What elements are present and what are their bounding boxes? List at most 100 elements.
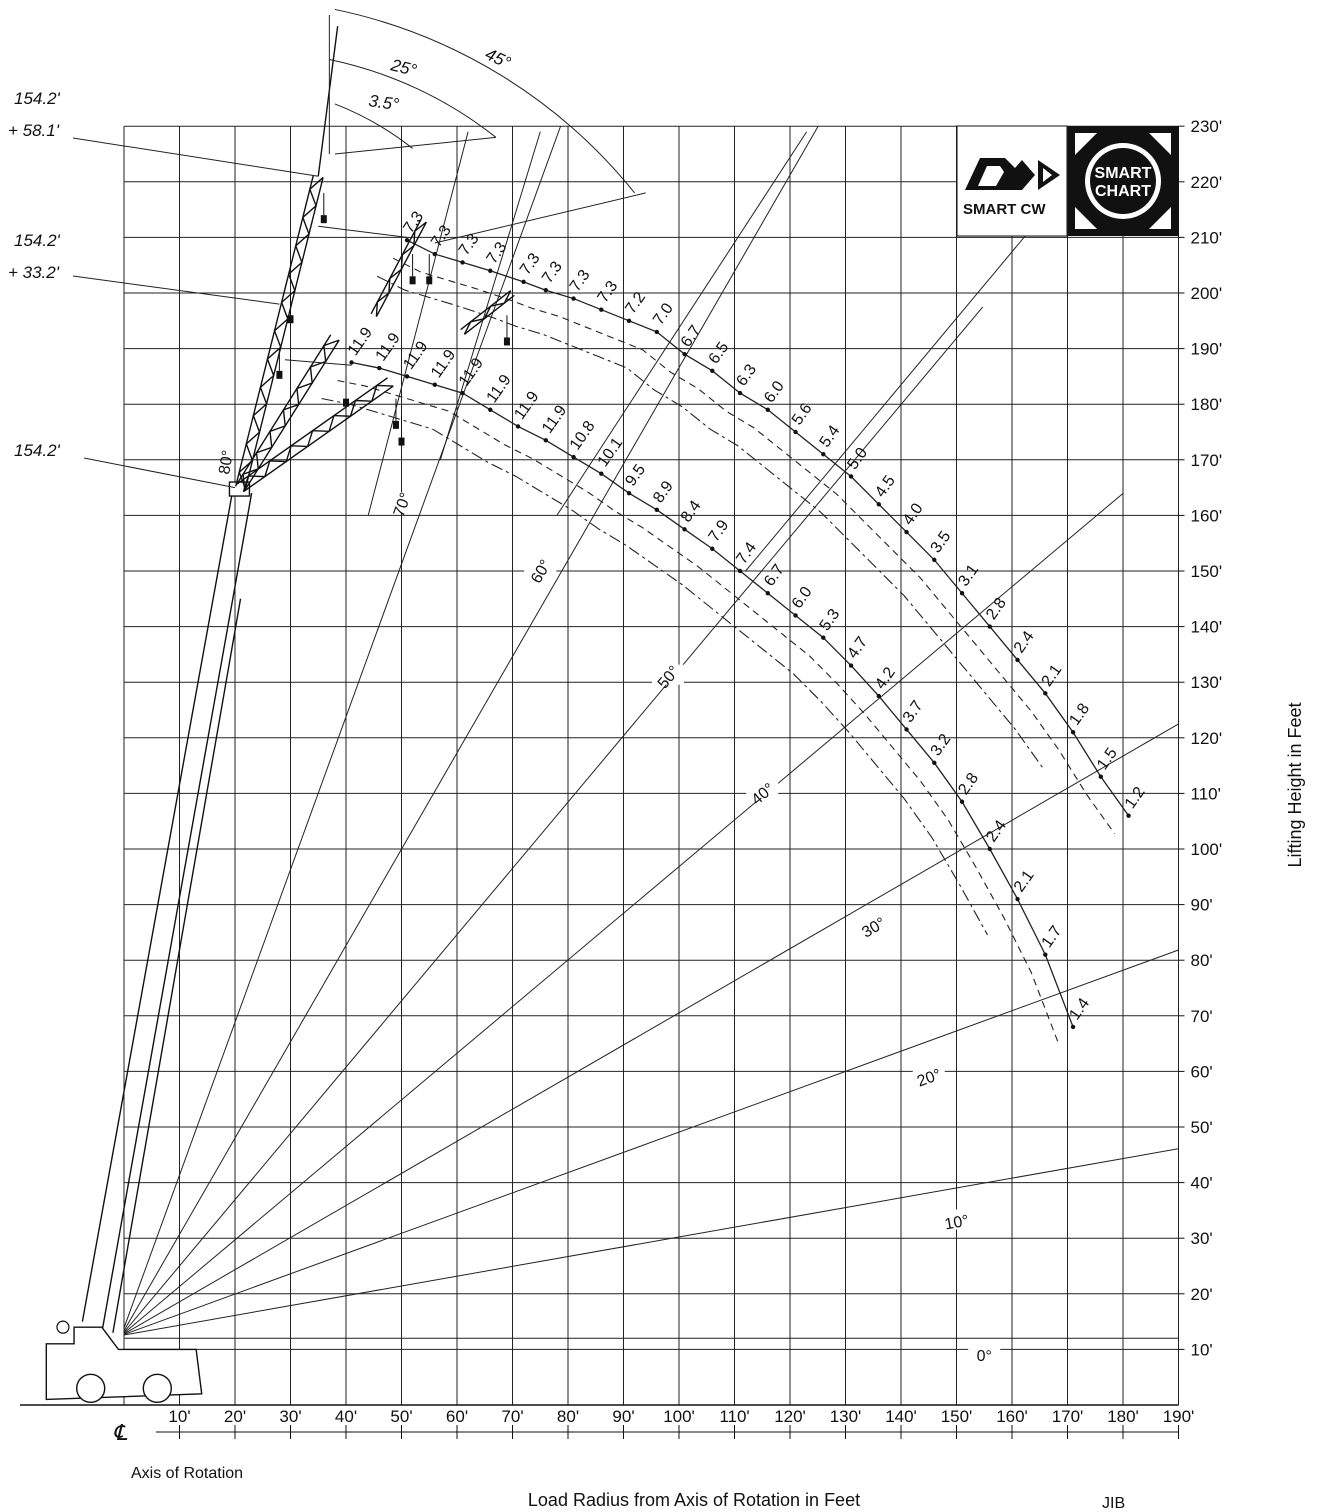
load-value: 5.0 <box>844 445 871 473</box>
label-leader <box>83 457 236 489</box>
x-tick-label: 70' <box>501 1407 523 1426</box>
x-tick-label: 90' <box>612 1407 634 1426</box>
load-value: 2.8 <box>983 595 1010 623</box>
offset-arc-25 <box>329 58 497 138</box>
x-tick-label: 160' <box>996 1407 1028 1426</box>
load-point <box>765 591 770 596</box>
jib-lacing <box>242 339 340 491</box>
svg-text:154.2': 154.2' <box>14 89 61 108</box>
load-value: 2.4 <box>1011 628 1038 656</box>
load-point <box>876 502 881 507</box>
y-tick-label: 120' <box>1191 729 1223 748</box>
load-point <box>710 546 715 551</box>
grid <box>123 125 1179 1406</box>
x-tick-label: 140' <box>885 1407 917 1426</box>
y-tick-label: 160' <box>1191 506 1223 525</box>
axis-of-rotation-label: Axis of Rotation <box>131 1465 243 1482</box>
y-tick-label: 100' <box>1191 840 1223 859</box>
y-tick-label: 30' <box>1191 1229 1213 1248</box>
load-value: 10.8 <box>567 418 599 453</box>
x-tick-label: 170' <box>1052 1407 1084 1426</box>
load-point <box>432 382 437 387</box>
load-point <box>654 329 659 335</box>
x-tick-label: 10' <box>168 1407 190 1426</box>
load-point <box>876 693 881 699</box>
load-point <box>821 452 826 457</box>
connector <box>318 225 408 238</box>
load-point <box>987 624 992 629</box>
y-tick-label: 50' <box>1191 1118 1213 1137</box>
load-point <box>1015 896 1020 902</box>
load-point <box>821 635 826 640</box>
y-axis-label: Lifting Height in Feet <box>1285 702 1305 867</box>
y-tick-label: 210' <box>1191 228 1223 247</box>
load-value: 11.9 <box>539 402 570 436</box>
reference-line <box>367 131 469 516</box>
x-axis-label: Load Radius from Axis of Rotation in Fee… <box>528 1490 860 1510</box>
offset-angle-25: 25° <box>388 55 419 80</box>
wheel <box>142 1373 173 1404</box>
boom-rail <box>101 493 253 1333</box>
hook-block <box>320 215 327 224</box>
load-point <box>1070 730 1076 735</box>
x-tick-label: 180' <box>1107 1407 1139 1426</box>
load-point <box>460 260 465 265</box>
load-value: 4.2 <box>872 664 899 692</box>
load-point <box>349 360 354 365</box>
corner-arrows-icon <box>1075 133 1171 229</box>
load-value: 2.1 <box>1011 867 1038 895</box>
jib-note: JIB <box>1102 1495 1125 1512</box>
x-tick-label: 120' <box>774 1407 806 1426</box>
load-point <box>515 424 521 429</box>
load-value: 5.3 <box>817 606 844 634</box>
load-point <box>793 429 798 435</box>
jib-lacing <box>463 290 512 335</box>
jib-chord <box>370 218 422 315</box>
load-curve-offset <box>392 257 1115 834</box>
load-curve-offset <box>376 275 1044 769</box>
load-point <box>932 760 937 766</box>
angle-ray <box>124 949 1179 1336</box>
load-point <box>654 507 659 513</box>
load-value: 2.4 <box>983 817 1010 845</box>
x-tick-label: 150' <box>941 1407 973 1426</box>
load-point <box>1126 813 1131 818</box>
y-tick-label: 130' <box>1191 673 1223 692</box>
load-point <box>765 407 770 412</box>
boom-rail <box>112 598 242 1333</box>
y-tick-label: 230' <box>1191 117 1223 136</box>
y-tick-label: 220' <box>1191 173 1223 192</box>
jib-chord <box>243 385 394 493</box>
load-value: 6.7 <box>761 561 788 589</box>
load-point <box>626 318 632 323</box>
y-tick-label: 190' <box>1191 340 1223 359</box>
label-leader <box>72 137 319 177</box>
load-value: 4.0 <box>900 500 927 528</box>
angle-ray <box>124 126 819 1332</box>
load-point <box>710 368 715 374</box>
load-curve <box>351 361 1074 1028</box>
boom-rail <box>81 493 233 1322</box>
hook-block <box>503 337 510 346</box>
svg-text:154.2': 154.2' <box>14 231 61 250</box>
y-tick-label: 70' <box>1191 1007 1213 1026</box>
x-tick-label: 110' <box>719 1407 749 1426</box>
x-tick-label: 40' <box>335 1407 357 1426</box>
x-tick-label: 50' <box>390 1407 412 1426</box>
angle-ray <box>124 492 1124 1334</box>
angle-ray <box>124 723 1179 1335</box>
load-point <box>432 251 437 257</box>
load-value: 11.9 <box>345 324 376 358</box>
svg-text:+ 58.1': + 58.1' <box>8 121 60 140</box>
load-curve-offset <box>337 379 1060 1046</box>
jib-lacing <box>242 384 394 492</box>
load-point <box>682 527 687 532</box>
load-point <box>987 846 992 852</box>
svg-text:SMART: SMART <box>1095 165 1152 182</box>
load-value: 10.1 <box>595 435 627 470</box>
y-tick-label: 10' <box>1191 1340 1213 1359</box>
jib-tip <box>317 26 339 177</box>
load-value: 11.9 <box>400 338 431 372</box>
jib-chord <box>460 290 512 331</box>
